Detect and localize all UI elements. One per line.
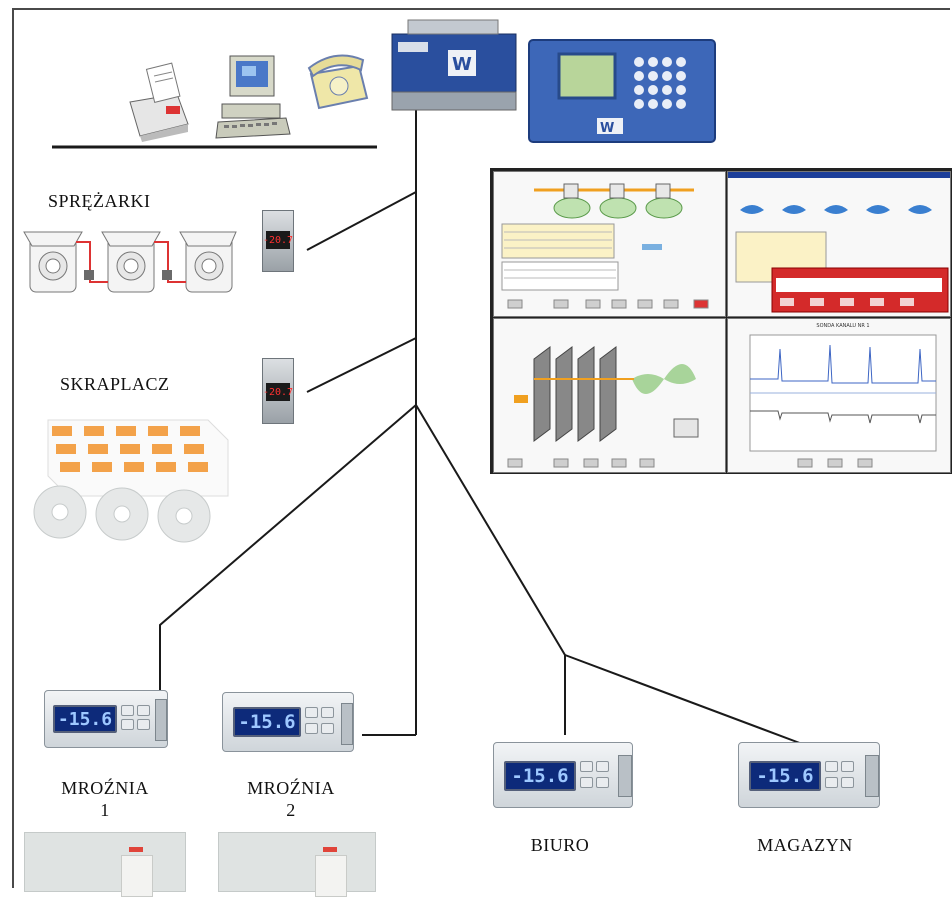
freezer1-key xyxy=(121,719,134,730)
condenser-label: SKRAPLACZ xyxy=(60,374,170,394)
office-key xyxy=(580,761,593,772)
freezer2-key xyxy=(321,707,334,718)
compressor-meter-display: -20.7 xyxy=(263,231,293,249)
link-condenser xyxy=(306,337,417,393)
compressors-label: SPRĘŻARKI xyxy=(48,191,151,211)
office-key xyxy=(596,777,609,788)
freezer1-key xyxy=(137,719,150,730)
condenser-unit xyxy=(33,419,229,543)
compressor-meter: -20.7 xyxy=(262,210,294,272)
freezer2-door-lamp xyxy=(323,847,337,852)
scada-screens: SONDA KANALU NR 1 xyxy=(490,168,952,474)
freezer1-room xyxy=(24,832,186,897)
freezer2-key xyxy=(305,707,318,718)
telephone-icon xyxy=(307,54,369,110)
fax-icon xyxy=(129,62,189,142)
freezer2-room xyxy=(218,832,376,897)
svg-text:W: W xyxy=(452,54,472,75)
office-bracket xyxy=(618,755,632,797)
link-warehouse xyxy=(564,654,806,746)
freezer1-label: MROŹNIA 1 xyxy=(61,778,149,820)
compressor-group xyxy=(23,231,237,293)
condenser-meter-display: -20.7 xyxy=(263,383,293,401)
main-controller: W xyxy=(391,19,517,111)
freezer2-label: MROŹNIA 2 xyxy=(247,778,335,820)
freezer2-key xyxy=(305,723,318,734)
svg-text:W: W xyxy=(600,121,614,136)
link-compressors xyxy=(306,191,417,251)
freezer2-bracket xyxy=(341,703,353,745)
link-freezer1 xyxy=(159,404,417,690)
scada-screen-evaporators xyxy=(727,171,951,317)
freezer2-controller-display: -15.6 xyxy=(233,707,301,737)
office-controller: -15.6 xyxy=(493,742,633,808)
office-label: BIURO xyxy=(530,835,590,855)
freezer1-door-lamp xyxy=(129,847,143,852)
freezer1-controller-display: -15.6 xyxy=(53,705,117,733)
freezer1-key xyxy=(137,705,150,716)
operator-panel: W xyxy=(528,39,716,143)
freezer2-key xyxy=(321,723,334,734)
warehouse-bracket xyxy=(865,755,879,797)
freezer2-door xyxy=(315,855,347,897)
freezer1-bracket xyxy=(155,699,167,741)
office-key xyxy=(596,761,609,772)
office-controller-display: -15.6 xyxy=(504,761,576,791)
warehouse-key xyxy=(841,761,854,772)
warehouse-controller-display: -15.6 xyxy=(749,761,821,791)
warehouse-controller: -15.6 xyxy=(738,742,880,808)
freezer1-controller: -15.6 xyxy=(44,690,168,748)
computer-icon xyxy=(215,55,291,139)
scada-screen-trend: SONDA KANALU NR 1 xyxy=(727,318,951,473)
warehouse-key xyxy=(841,777,854,788)
diagram-frame xyxy=(12,8,950,888)
warehouse-key xyxy=(825,761,838,772)
freezer2-controller: -15.6 xyxy=(222,692,354,752)
trend-title: SONDA KANALU NR 1 xyxy=(816,323,870,329)
freezer1-door xyxy=(121,855,153,897)
scada-screen-condenser xyxy=(493,318,726,473)
warehouse-label: MAGAZYN xyxy=(757,835,853,855)
office-key xyxy=(580,777,593,788)
condenser-meter: -20.7 xyxy=(262,358,294,424)
warehouse-key xyxy=(825,777,838,788)
scada-screen-compressors xyxy=(493,171,726,317)
freezer1-key xyxy=(121,705,134,716)
